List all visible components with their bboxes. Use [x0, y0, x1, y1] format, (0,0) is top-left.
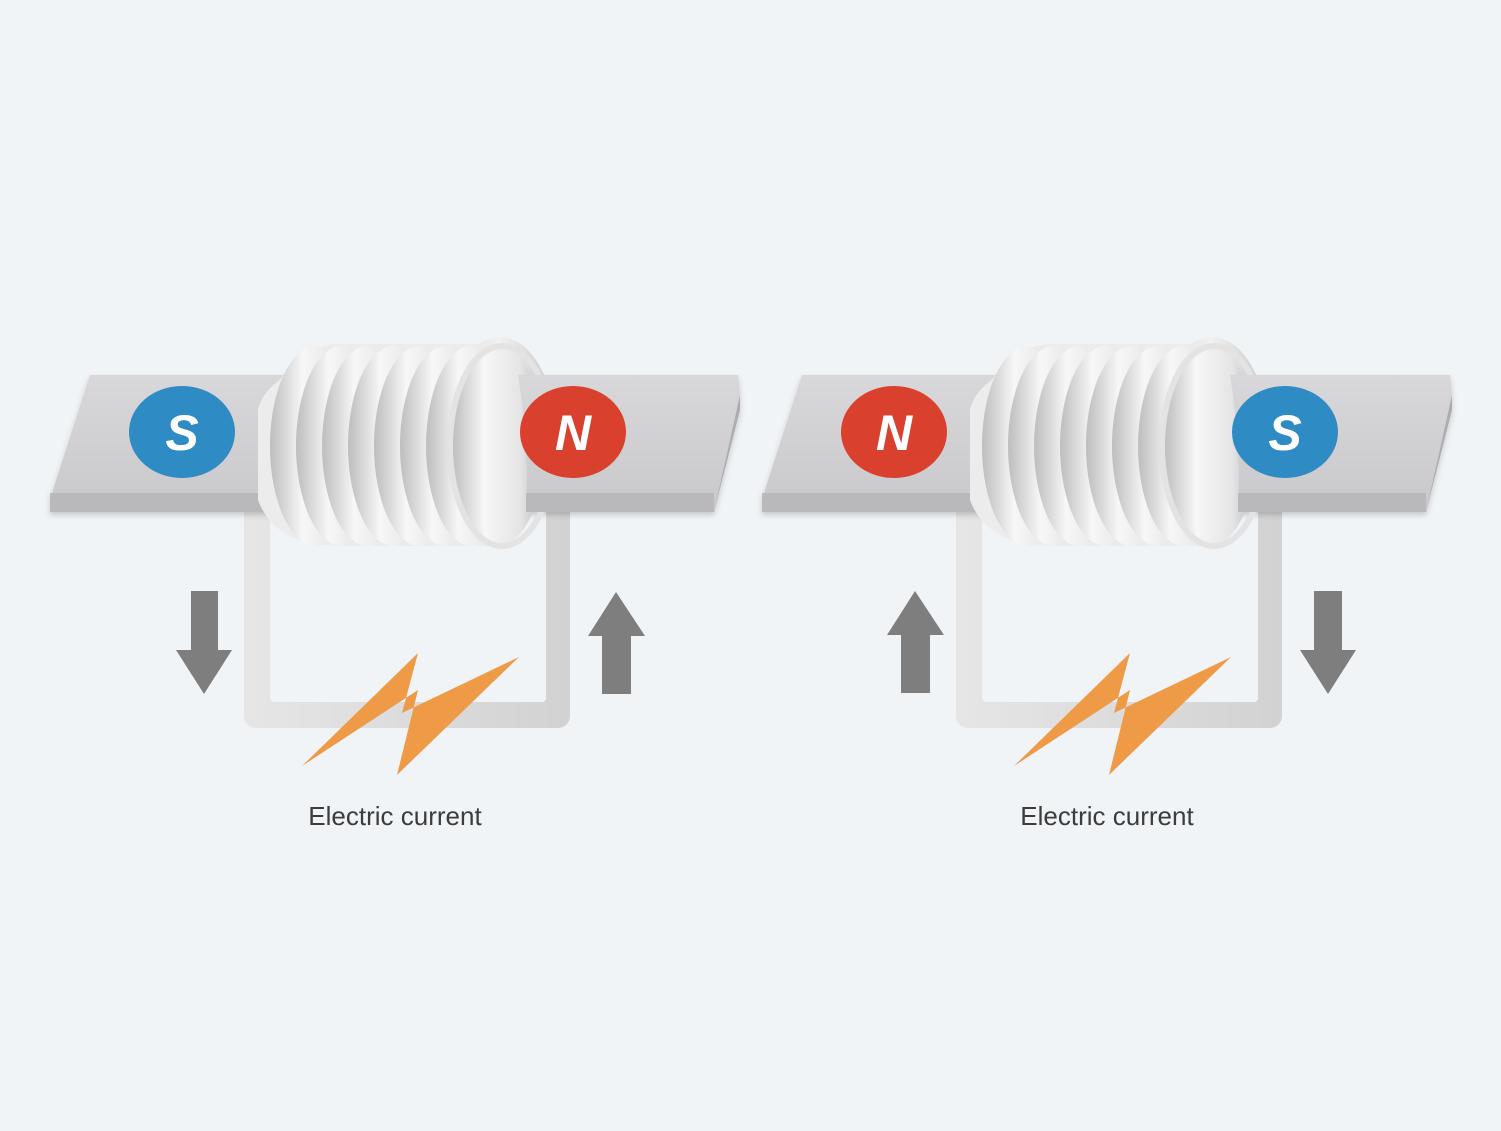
- current-bolt-icon: [1014, 653, 1231, 775]
- right-electromagnet: N S: [762, 337, 1452, 775]
- left-pole-letter: S: [165, 405, 198, 461]
- arrow-down-icon: [176, 591, 232, 694]
- left-south-pole: S: [129, 386, 235, 478]
- right-current-label: Electric current: [1020, 801, 1194, 831]
- left-pole-letter: N: [876, 405, 913, 461]
- right-south-pole: S: [1232, 386, 1338, 478]
- arrow-up-icon: [887, 591, 944, 693]
- current-bolt-icon: [302, 653, 519, 775]
- arrow-down-icon: [1300, 591, 1356, 694]
- left-north-pole: N: [520, 386, 626, 478]
- right-pole-letter: N: [555, 405, 592, 461]
- right-north-pole: N: [841, 386, 947, 478]
- left-current-label: Electric current: [308, 801, 482, 831]
- arrow-up-icon: [588, 592, 645, 694]
- south-pole-badge: [129, 386, 235, 478]
- right-pole-letter: S: [1268, 405, 1301, 461]
- south-pole-badge: [1232, 386, 1338, 478]
- north-pole-badge: [841, 386, 947, 478]
- north-pole-badge: [520, 386, 626, 478]
- left-electromagnet: S N: [50, 337, 740, 775]
